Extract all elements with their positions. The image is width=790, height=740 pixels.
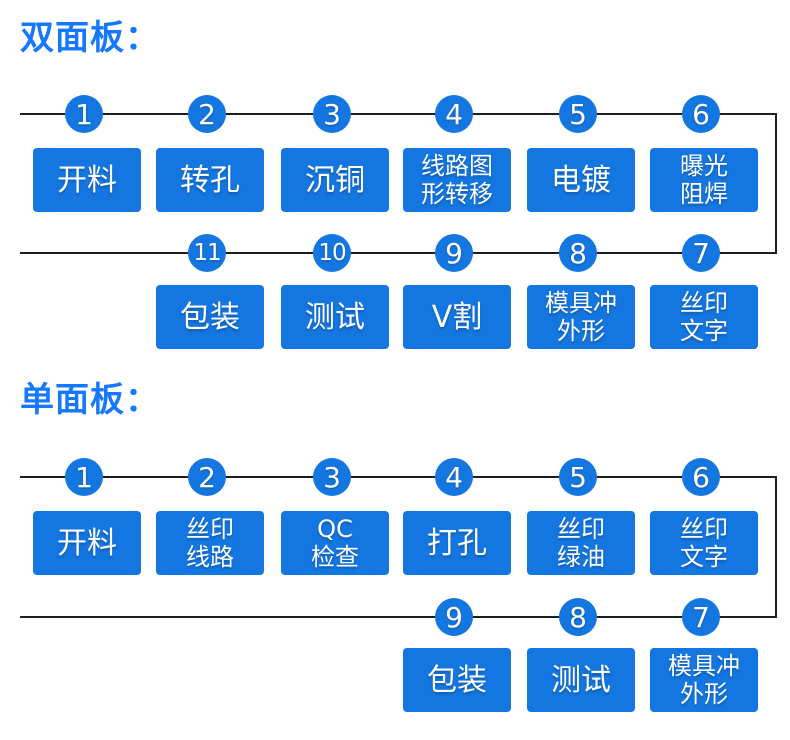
- step-label: 开料: [57, 162, 117, 198]
- step-box: 转孔: [156, 148, 264, 212]
- step-box: 丝印 线路: [156, 511, 264, 575]
- step-box: 测试: [527, 648, 635, 712]
- step-label: 转孔: [180, 162, 240, 198]
- step-number-badge: 9: [435, 234, 473, 272]
- step-label: 模具冲 外形: [668, 651, 740, 708]
- step-label: QC 检查: [311, 514, 359, 571]
- step-number-badge: 6: [682, 95, 720, 133]
- step-label: 开料: [57, 525, 117, 561]
- step-number-badge: 9: [435, 598, 473, 636]
- step-label: V割: [431, 299, 483, 335]
- step-label: 包装: [427, 662, 487, 698]
- step-box: 曝光 阻焊: [650, 148, 758, 212]
- flow-line: [20, 476, 777, 478]
- step-box: 电镀: [527, 148, 635, 212]
- flow-connector-line: [775, 113, 777, 254]
- step-box: 线路图 形转移: [403, 148, 511, 212]
- step-number-badge: 4: [435, 458, 473, 496]
- step-box: 丝印 文字: [650, 285, 758, 349]
- step-label: 丝印 绿油: [557, 514, 605, 571]
- step-number-badge: 3: [313, 458, 351, 496]
- section-title-double-sided: 双面板：: [20, 18, 160, 58]
- step-number-badge: 1: [65, 95, 103, 133]
- step-box: 沉铜: [281, 148, 389, 212]
- step-number-badge: 10: [313, 234, 351, 272]
- step-label: 沉铜: [305, 162, 365, 198]
- step-label: 电镀: [551, 162, 611, 198]
- step-box: V割: [403, 285, 511, 349]
- step-label: 测试: [305, 299, 365, 335]
- step-box: 模具冲 外形: [650, 648, 758, 712]
- flow-line: [20, 252, 777, 254]
- step-number-badge: 3: [313, 95, 351, 133]
- step-box: 丝印 绿油: [527, 511, 635, 575]
- step-box: 包装: [156, 285, 264, 349]
- step-label: 丝印 文字: [680, 288, 728, 345]
- step-number-badge: 5: [559, 458, 597, 496]
- step-box: 测试: [281, 285, 389, 349]
- step-label: 模具冲 外形: [545, 288, 617, 345]
- step-box: 模具冲 外形: [527, 285, 635, 349]
- step-box: QC 检查: [281, 511, 389, 575]
- step-box: 包装: [403, 648, 511, 712]
- step-number-badge: 1: [65, 458, 103, 496]
- step-box: 开料: [33, 511, 141, 575]
- step-number-badge: 7: [682, 598, 720, 636]
- step-box: 开料: [33, 148, 141, 212]
- flow-connector-line: [775, 476, 777, 618]
- step-number-badge: 4: [435, 95, 473, 133]
- step-box: 丝印 文字: [650, 511, 758, 575]
- step-label: 丝印 线路: [186, 514, 234, 571]
- step-label: 丝印 文字: [680, 514, 728, 571]
- step-number-badge: 8: [559, 234, 597, 272]
- section-title-single-sided: 单面板：: [20, 380, 160, 420]
- step-box: 打孔: [403, 511, 511, 575]
- step-number-badge: 11: [188, 234, 226, 272]
- step-label: 测试: [551, 662, 611, 698]
- step-label: 曝光 阻焊: [680, 151, 728, 208]
- step-label: 包装: [180, 299, 240, 335]
- step-number-badge: 2: [188, 95, 226, 133]
- step-number-badge: 8: [559, 598, 597, 636]
- step-number-badge: 6: [682, 458, 720, 496]
- flow-line: [20, 113, 777, 115]
- step-label: 线路图 形转移: [421, 151, 493, 208]
- step-number-badge: 7: [682, 234, 720, 272]
- step-number-badge: 5: [559, 95, 597, 133]
- flow-line: [20, 616, 777, 618]
- step-number-badge: 2: [188, 458, 226, 496]
- step-label: 打孔: [427, 525, 487, 561]
